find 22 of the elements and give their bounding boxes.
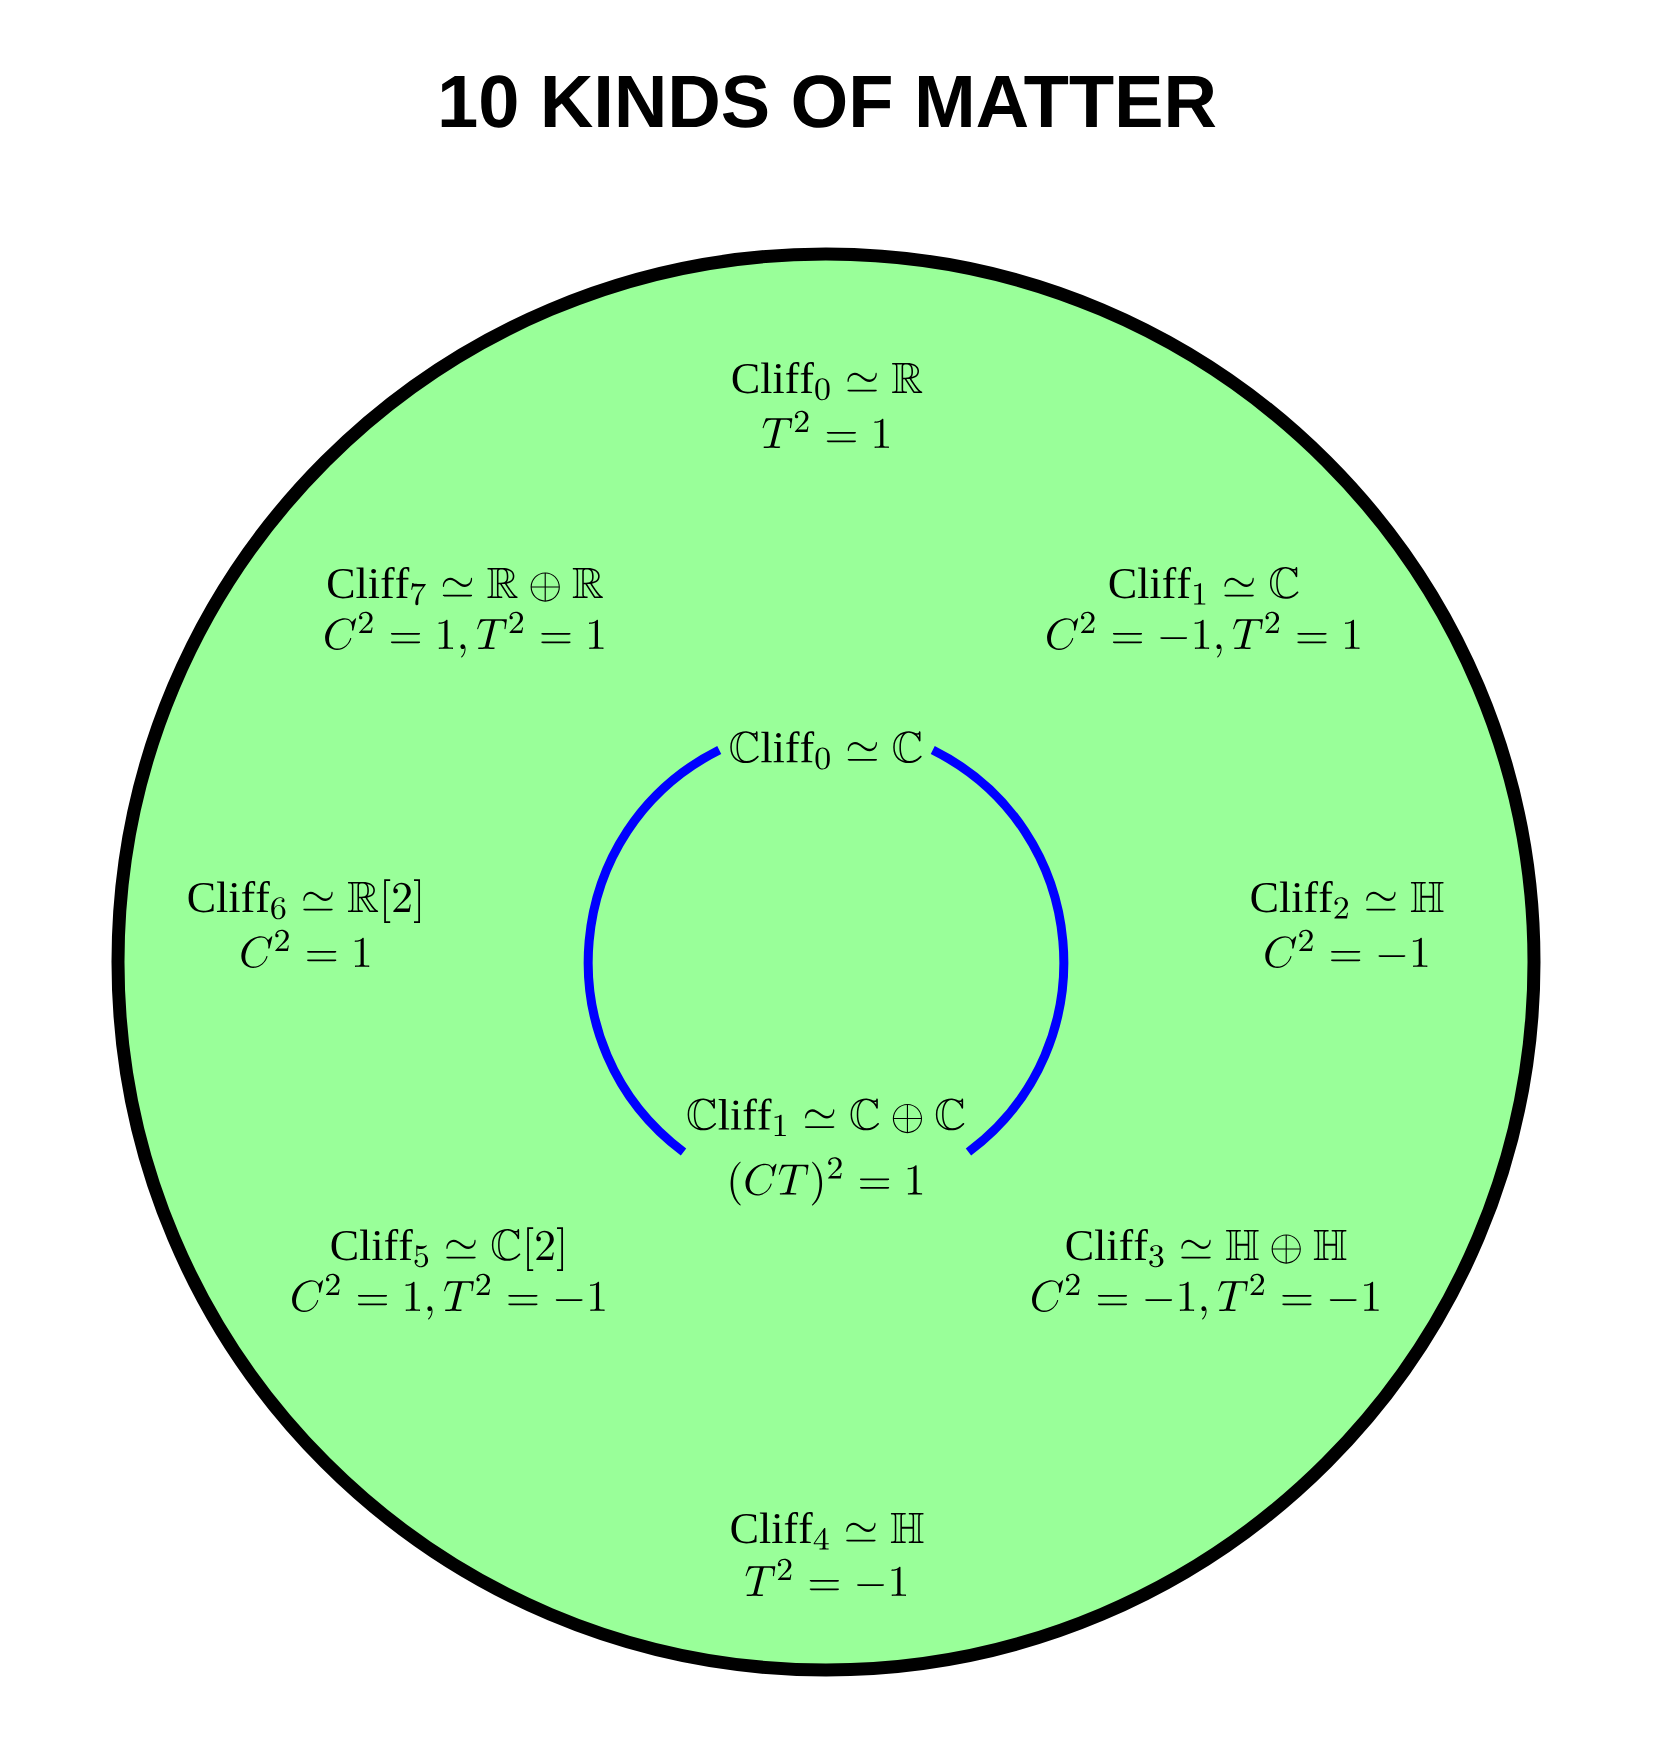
- formula-label: $\mathrm{Cliff}_0 \simeq \mathbb{R}$: [732, 362, 923, 401]
- formula-label: $\mathrm{Cliff}_3 \simeq \mathbb{H} \oplus \mathbb{H}$: [1066, 1229, 1347, 1268]
- formula-label: $\mathrm{Cliff}_7 \simeq \mathbb{R} \oplus \mathbb{R}$: [328, 567, 603, 606]
- formula-label: $\mathbb{C}\mathrm{liff}_0 \simeq \mathbb{C}$: [730, 731, 922, 770]
- formula-label: $C^2 = -1$: [1265, 929, 1428, 968]
- formula-label: $\mathbb{C}\mathrm{liff}_1 \simeq \mathbb{C} \oplus \mathbb{C}$ $(CT)^2 = 1$: [687, 1098, 965, 1206]
- formula-label: $C^2 = 1, T^2 = 1$: [325, 611, 604, 658]
- title: 10 KINDS OF MATTER: [441, 75, 1216, 128]
- formula-label: $C^2 = 1$: [241, 929, 370, 968]
- formula-label: $\mathrm{Cliff}_6 \simeq \mathbb{R}[2]$: [188, 879, 420, 923]
- outer-circle: [111, 247, 1541, 1677]
- arc-line: [930, 746, 1068, 1156]
- formula-label: $T^2 = -1$: [745, 1558, 906, 1596]
- formula-label: $\mathrm{Cliff}_4 \simeq \mathbb{H}$: [731, 1512, 924, 1550]
- formula-label: $C^2 = 1, T^2 = -1$: [292, 1273, 605, 1320]
- formula-label: $\mathrm{Cliff}_2 \simeq \mathbb{H}$: [1251, 881, 1444, 919]
- formula-label: $C^2 = -1, T^2 = -1$: [1032, 1273, 1379, 1320]
- arc-line: [584, 746, 722, 1156]
- formula-label: $C^2 = -1, T^2 = 1$: [1047, 611, 1360, 658]
- formula-label: $\mathrm{Cliff}_1 \simeq \mathbb{C}$: [1109, 567, 1299, 605]
- formula-label: $\mathrm{Cliff}_5 \simeq \mathbb{C}[2]$: [331, 1227, 563, 1271]
- formula-label: $T^2 = 1$: [762, 410, 889, 448]
